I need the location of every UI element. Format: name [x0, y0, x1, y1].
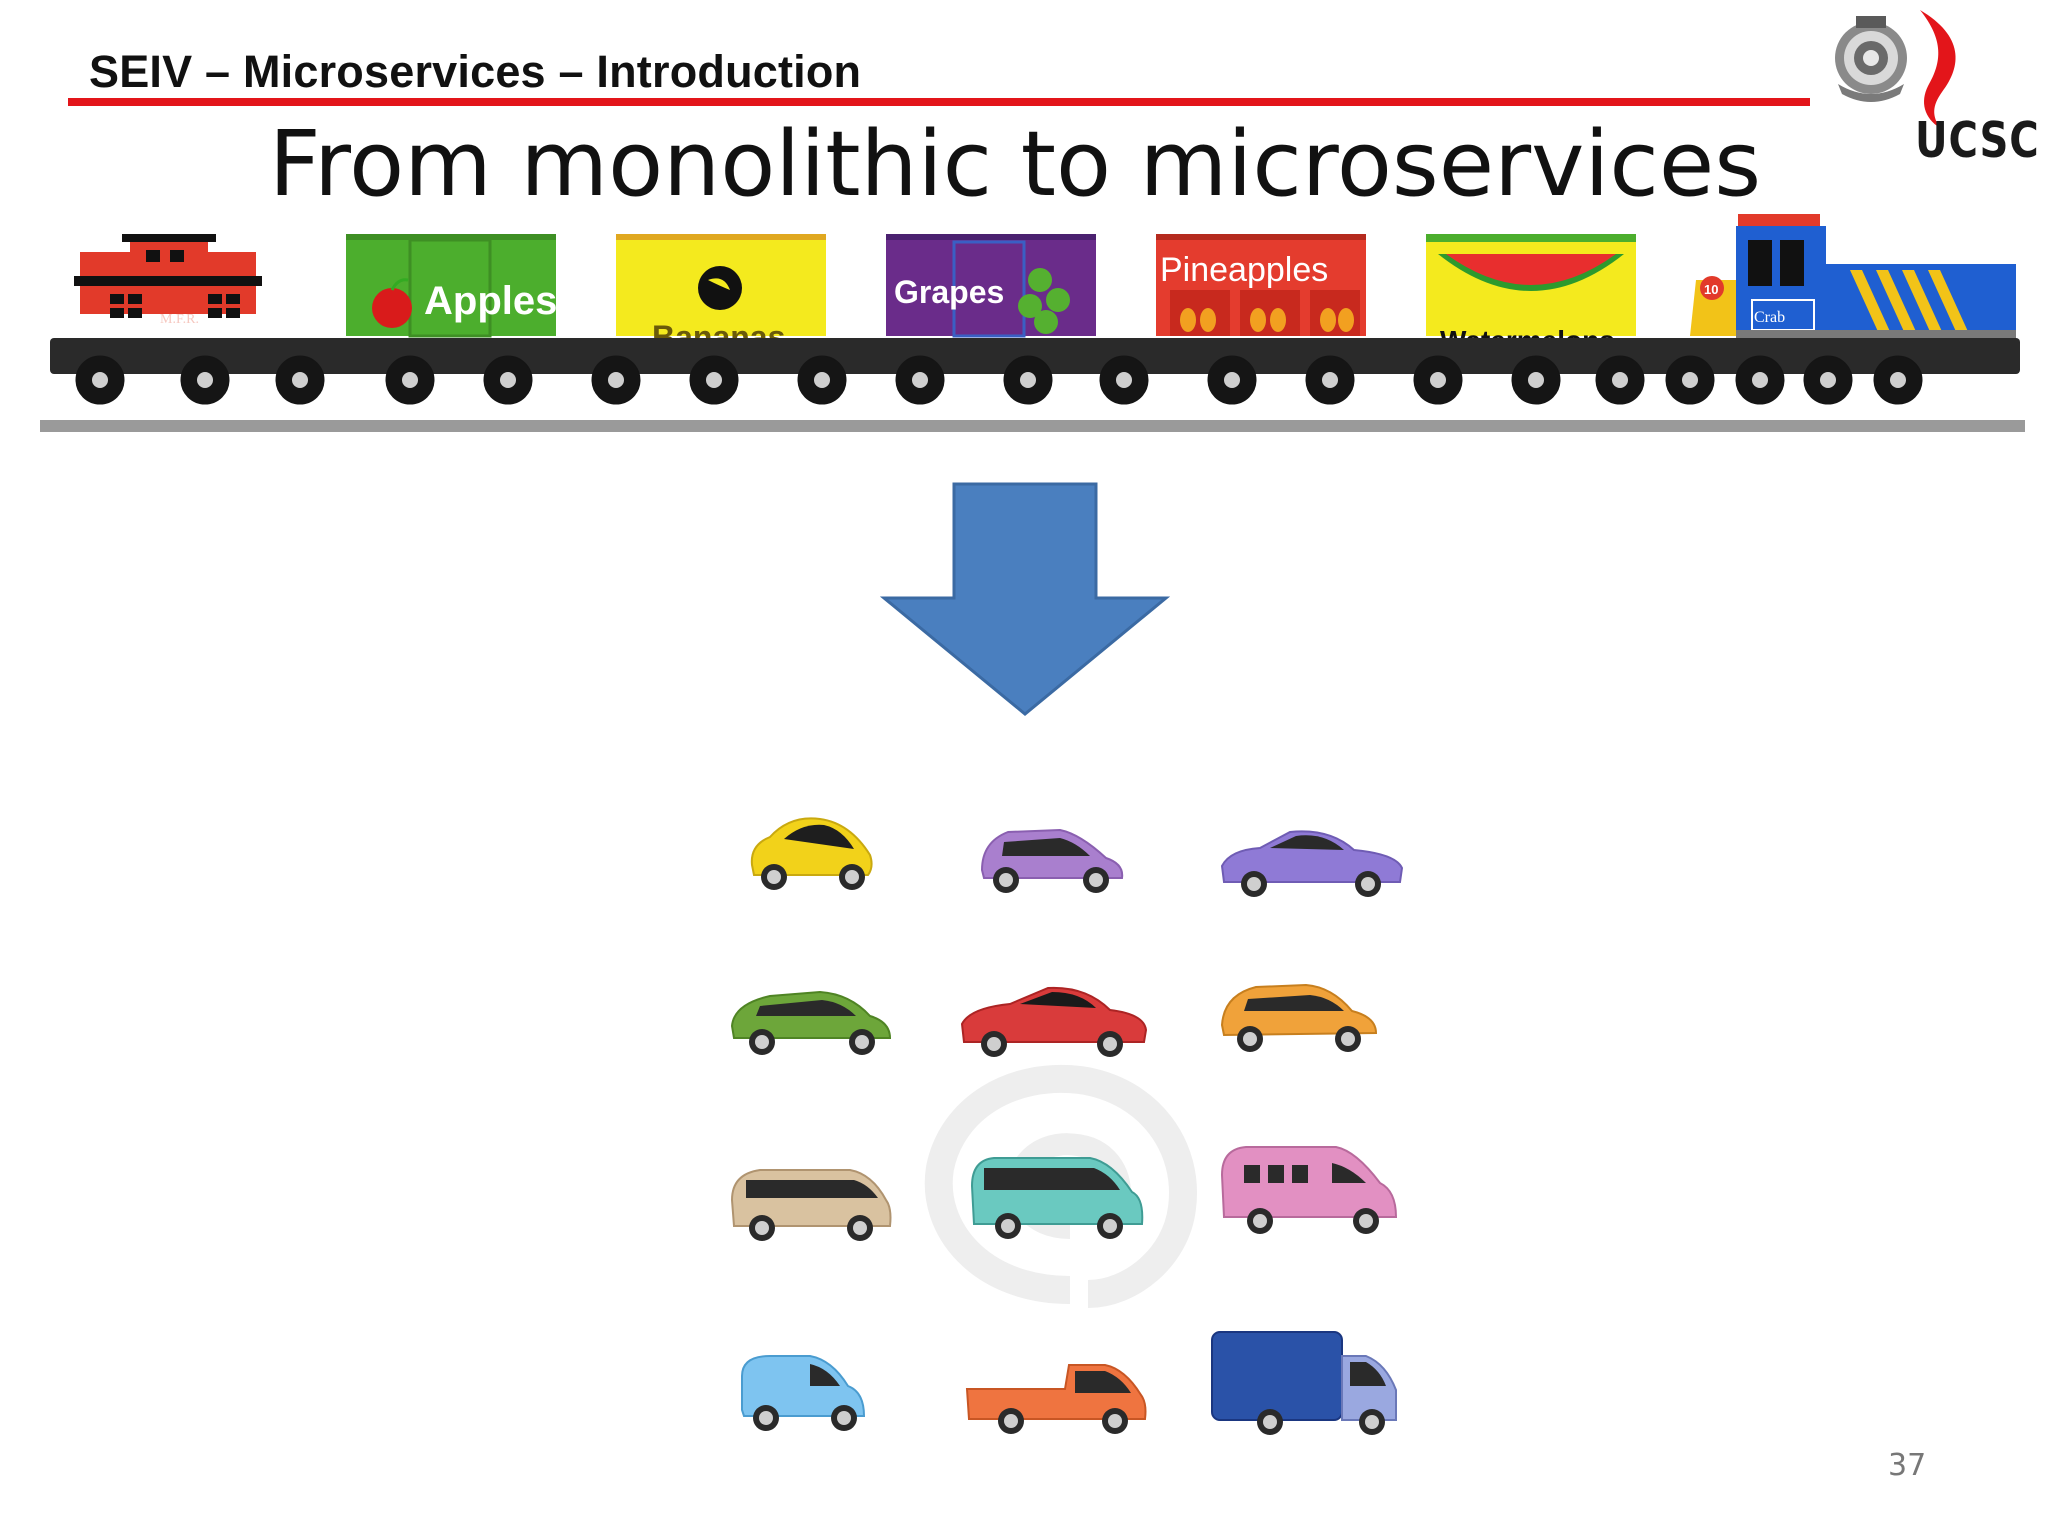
page-number: 37 — [1888, 1448, 1927, 1483]
car-apples: Apples — [346, 234, 557, 338]
rail — [40, 420, 2025, 432]
header-title: SEIV – Microservices – Introduction — [89, 46, 862, 97]
wheels — [75, 355, 1923, 405]
car-grapes-label: Grapes — [894, 274, 1004, 310]
slide-title: From monolithic to microservices — [0, 112, 2048, 217]
crest-icon — [1835, 10, 1956, 128]
car-watermelons: Watermelons — [1426, 234, 1636, 356]
ucsc-logo: UCSC — [1824, 6, 2048, 169]
vehicle-hatchback-yellow — [750, 817, 873, 890]
caboose-label: M.F.R. — [160, 312, 199, 327]
engine-label: Crab — [1754, 309, 1785, 326]
vehicle-hatchback-green — [730, 990, 892, 1055]
header-divider — [68, 98, 1810, 106]
car-apples-label: Apples — [424, 279, 557, 323]
vehicle-van-beige — [730, 1169, 892, 1241]
vehicle-sedan-violet — [1220, 830, 1404, 897]
vehicle-pickup-orange — [965, 1364, 1147, 1434]
vehicle-bus-pink — [1220, 1146, 1398, 1234]
car-pineapples: Pineapples — [1156, 234, 1366, 336]
down-arrow-icon — [880, 482, 1170, 716]
logo-text: UCSC — [1915, 112, 2040, 169]
microservices-vehicles-illustration — [730, 817, 1404, 1435]
vehicle-van-teal — [970, 1157, 1144, 1239]
vehicle-small-van-blue — [741, 1355, 866, 1431]
vehicle-hatchback-orange — [1220, 983, 1378, 1052]
car-pineapples-label: Pineapples — [1160, 251, 1328, 289]
caboose-car: M.F.R. — [74, 234, 262, 327]
monolith-train-illustration: M.F.R. Apples Bananas Grapes — [40, 214, 2025, 432]
car-bananas: Bananas — [616, 234, 826, 355]
engine-number: 10 — [1704, 282, 1718, 297]
vehicle-minivan-purple — [980, 828, 1124, 893]
slide-title-text: From monolithic to microservices — [268, 112, 1762, 217]
vehicle-truck-blue — [1211, 1331, 1397, 1435]
vehicle-coupe-red — [960, 986, 1148, 1057]
engine: Crab 10 — [1690, 214, 2016, 338]
car-grapes: Grapes — [886, 234, 1096, 338]
